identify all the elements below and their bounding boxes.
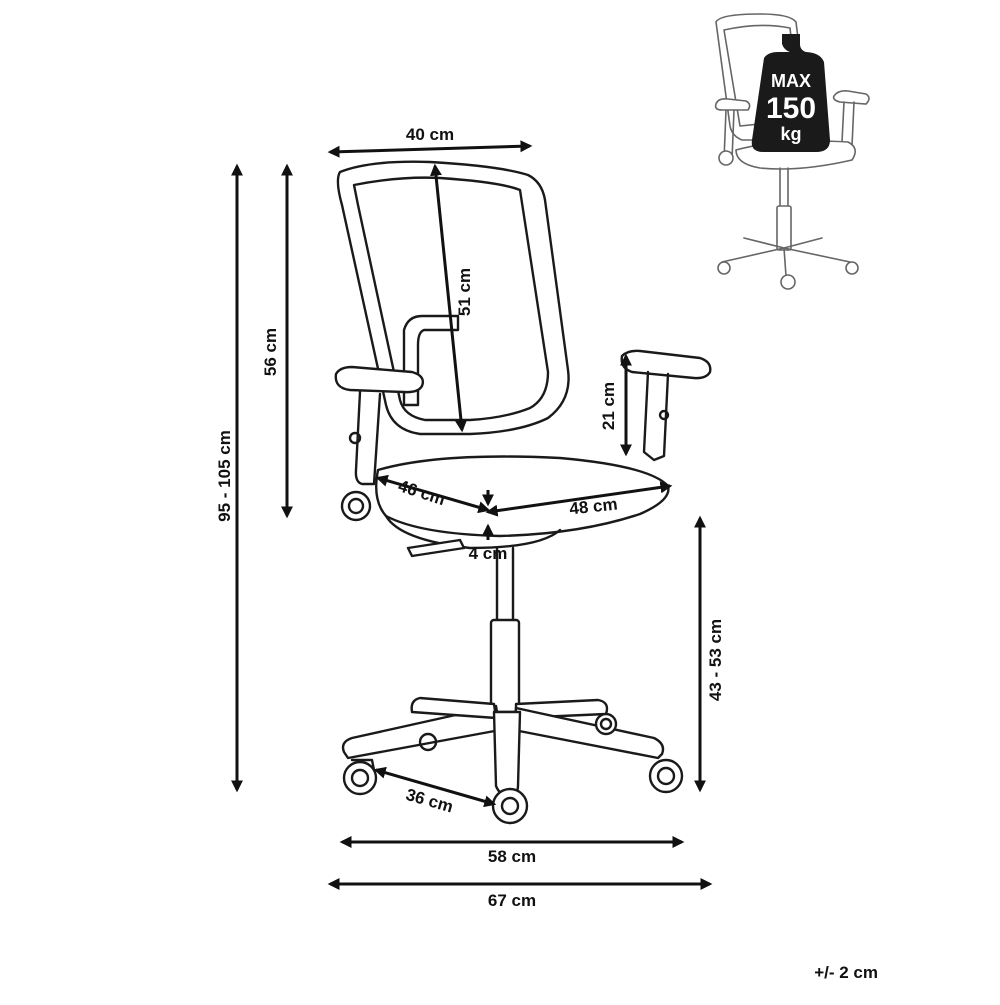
seat-height-label: 43 - 53 cm [706, 619, 725, 701]
overall-width-label: 67 cm [488, 891, 536, 910]
max-load-inset: MAX 150 kg [714, 13, 870, 290]
mini-cylinder-sleeve [776, 205, 792, 251]
mini-cylinder [779, 167, 789, 207]
tolerance-note: +/- 2 cm [814, 963, 878, 982]
base-leg-left [341, 704, 502, 760]
gas-cylinder-upper [495, 546, 515, 622]
gas-cylinder-sleeve [489, 618, 521, 714]
backrest-height-arrow [430, 163, 467, 433]
armrest-height-label: 21 cm [599, 382, 618, 430]
caster-back-right [594, 712, 618, 736]
caster-back-left [418, 732, 438, 752]
backrest-width-arrow [327, 140, 533, 158]
seat-width-arrow [485, 481, 673, 517]
mini-tilt-knob [718, 150, 734, 166]
mini-caster-left [717, 261, 731, 275]
backrest-height-label: 51 cm [455, 268, 474, 316]
left-armrest-pad [334, 365, 425, 394]
tilt-knob [340, 490, 372, 522]
left-armrest-knob [348, 431, 362, 445]
seat-depth-arrow [375, 474, 491, 514]
max-load-value: 150 [766, 92, 816, 125]
chair-drawing [334, 160, 712, 825]
base-leg-front [492, 710, 522, 798]
weight-icon [751, 34, 830, 152]
back-height-label: 56 cm [261, 328, 280, 376]
right-armrest-knob [658, 409, 670, 421]
mini-right-post [841, 101, 855, 147]
caster-left [342, 758, 378, 796]
caster-front [491, 787, 529, 825]
caster-right [648, 758, 684, 794]
mini-base [721, 237, 851, 277]
leg-length-arrow [373, 766, 497, 808]
mini-left-armrest [714, 98, 751, 111]
dimension-labels: 40 cm 51 cm 56 cm 95 - 105 cm 21 cm 46 c… [215, 125, 878, 982]
max-load-label: MAX [771, 71, 811, 91]
mini-right-armrest [832, 90, 870, 105]
seat-underside [384, 514, 562, 550]
dimension-arrows [231, 140, 713, 890]
height-lever [406, 538, 466, 558]
backrest-frame [336, 160, 570, 436]
base-leg-back-left [410, 696, 498, 720]
seat-thickness-label: 4 cm [469, 544, 508, 563]
seat-width-label: 48 cm [568, 495, 618, 519]
total-height-label: 95 - 105 cm [215, 430, 234, 522]
mini-caster-front [780, 274, 796, 290]
backrest-mesh [352, 176, 550, 422]
left-armrest-post [354, 390, 382, 486]
tilt-knob-inner [347, 497, 365, 515]
lumbar-bracket [402, 314, 460, 407]
right-armrest-pad [620, 349, 712, 380]
max-load-unit: kg [780, 124, 801, 144]
base-leg-right [512, 706, 665, 760]
mini-caster-right [845, 261, 859, 275]
right-armrest-post [642, 370, 670, 462]
backrest-width-label: 40 cm [406, 125, 454, 144]
base-width-label: 58 cm [488, 847, 536, 866]
